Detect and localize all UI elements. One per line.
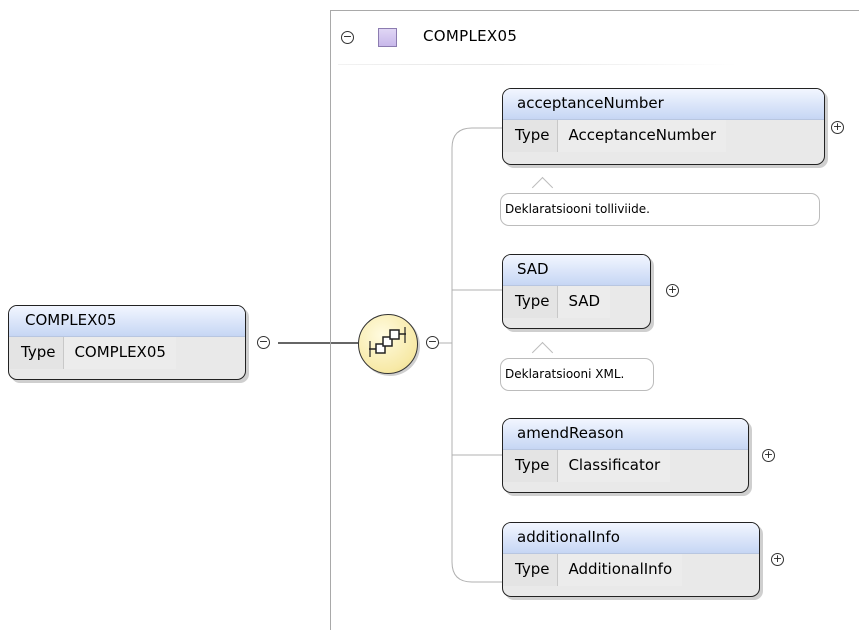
type-value: COMPLEX05: [64, 337, 176, 369]
root-element-name: COMPLEX05: [9, 306, 245, 337]
element-additionalinfo[interactable]: additionalInfo Type AdditionalInfo: [502, 522, 760, 597]
annotation-acceptancenumber: Deklaratsiooni tolliviide.: [500, 193, 820, 226]
element-acceptancenumber[interactable]: acceptanceNumber Type AcceptanceNumber: [502, 88, 825, 165]
element-name: additionalInfo: [503, 523, 759, 554]
element-type-row: Type SAD: [503, 286, 650, 318]
element-amendreason[interactable]: amendReason Type Classificator: [502, 418, 749, 493]
type-label: Type: [503, 286, 559, 318]
element-name: acceptanceNumber: [503, 89, 824, 120]
type-value: Classificator: [558, 450, 671, 482]
sequence-compositor[interactable]: [358, 314, 418, 374]
element-name: SAD: [503, 255, 650, 286]
complex-type-panel: [330, 10, 859, 630]
sequence-collapse-toggle[interactable]: −: [426, 335, 439, 349]
expand-additionalinfo-toggle[interactable]: +: [771, 552, 784, 566]
element-name: amendReason: [503, 419, 748, 450]
element-type-row: Type AcceptanceNumber: [503, 120, 824, 152]
complex-type-collapse-toggle[interactable]: −: [341, 30, 354, 44]
type-value: SAD: [558, 286, 611, 318]
type-value: AcceptanceNumber: [558, 120, 727, 152]
element-sad[interactable]: SAD Type SAD: [502, 254, 651, 329]
complex-type-icon: [378, 28, 397, 47]
annotation-sad: Deklaratsiooni XML.: [500, 358, 654, 391]
expand-amendreason-toggle[interactable]: +: [762, 448, 775, 462]
root-collapse-toggle[interactable]: −: [257, 335, 270, 349]
complex-type-header-divider: [338, 64, 738, 65]
type-label: Type: [503, 554, 559, 586]
element-type-row: Type AdditionalInfo: [503, 554, 759, 586]
type-label: Type: [503, 120, 559, 152]
type-value: AdditionalInfo: [558, 554, 683, 586]
type-label: Type: [9, 337, 65, 369]
sequence-icon: [369, 327, 406, 357]
root-element[interactable]: COMPLEX05 Type COMPLEX05: [8, 305, 246, 380]
root-element-type-row: Type COMPLEX05: [9, 337, 245, 369]
expand-sad-toggle[interactable]: +: [666, 283, 679, 297]
element-type-row: Type Classificator: [503, 450, 748, 482]
expand-acceptancenumber-toggle[interactable]: +: [831, 120, 844, 134]
type-label: Type: [503, 450, 559, 482]
complex-type-title: COMPLEX05: [423, 27, 518, 45]
